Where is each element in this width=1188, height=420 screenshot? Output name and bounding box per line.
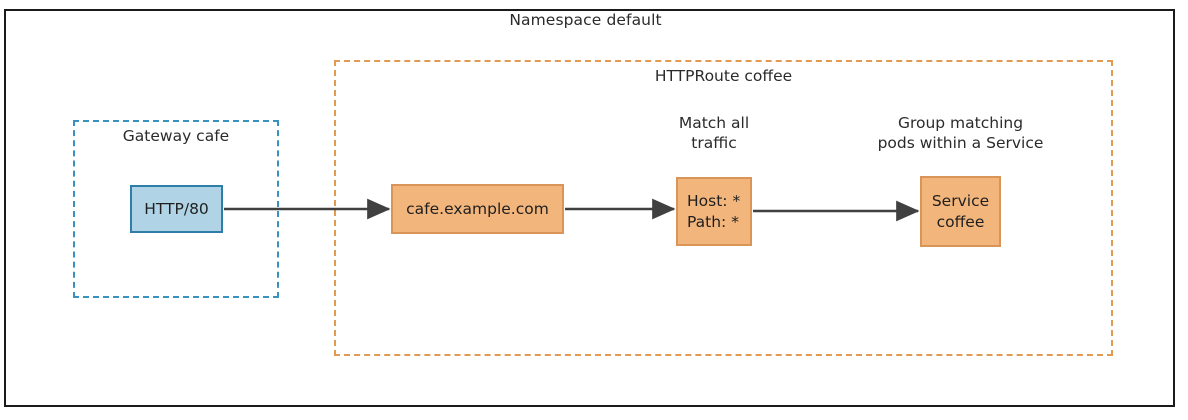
gateway-listener-node[interactable]: HTTP/80	[130, 185, 223, 233]
backend-service-node[interactable]: Service coffee	[920, 176, 1001, 247]
httproute-title: HTTPRoute coffee	[654, 67, 793, 85]
match-caption: Match all traffic	[678, 114, 750, 153]
service-caption: Group matching pods within a Service	[877, 114, 1044, 153]
httproute-hostname-node[interactable]: cafe.example.com	[391, 184, 564, 234]
namespace-title: Namespace default	[509, 11, 662, 29]
httproute-match-node[interactable]: Host: * Path: *	[676, 177, 752, 246]
gateway-title: Gateway cafe	[122, 127, 230, 145]
